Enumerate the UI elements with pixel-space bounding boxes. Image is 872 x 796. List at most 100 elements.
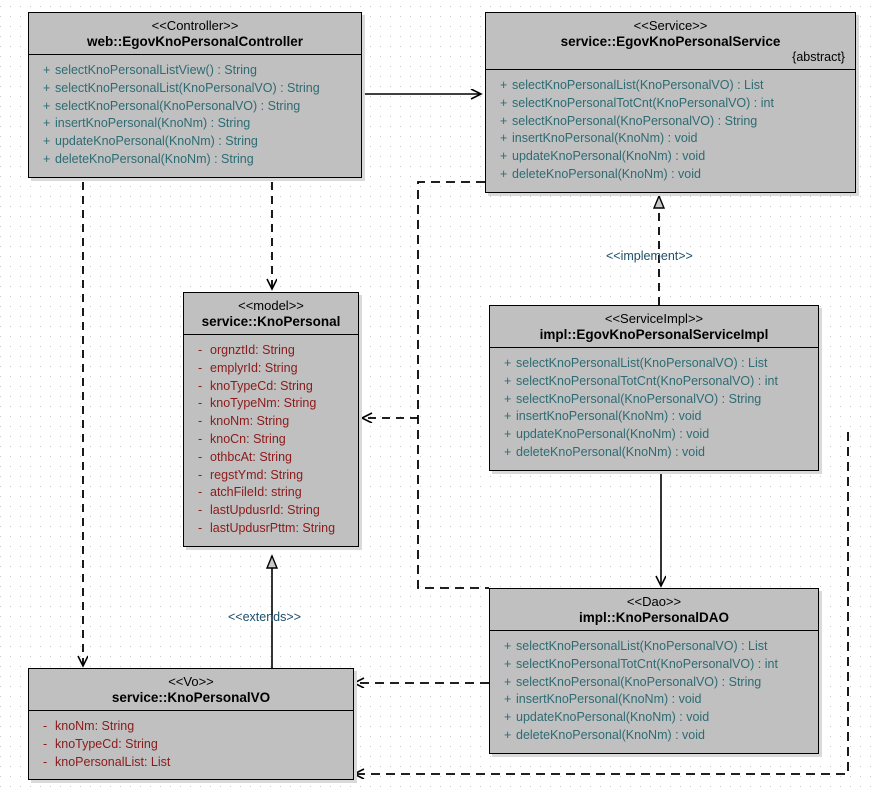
member-text: knoNm: String	[55, 719, 135, 733]
member-row: + selectKnoPersonalList(KnoPersonalVO) :…	[492, 77, 849, 95]
class-header-serviceimpl: <<ServiceImpl>> impl::EgovKnoPersonalSer…	[490, 306, 818, 348]
visibility-marker: -	[198, 503, 203, 518]
member-text: knoTypeNm: String	[210, 396, 317, 411]
member-text: knoNm: String	[210, 414, 290, 429]
class-box-dao[interactable]: <<Dao>> impl::KnoPersonalDAO + selectKno…	[489, 588, 819, 754]
visibility-marker: +	[504, 356, 512, 370]
class-members-model: - orgnztId: String - emplyrId: String - …	[184, 335, 358, 546]
member-row: + selectKnoPersonal(KnoPersonalVO) : Str…	[496, 674, 812, 692]
visibility-marker: +	[500, 166, 508, 181]
member-text: updateKnoPersonal(KnoNm) : String	[55, 134, 258, 149]
stereotype-dao: <<Dao>>	[626, 594, 682, 609]
visibility-marker: -	[198, 520, 203, 535]
member-text: knoTypeCd: String	[55, 736, 158, 751]
visibility-marker: +	[43, 98, 51, 113]
stereotype-model: <<model>>	[238, 298, 304, 313]
stereotype-serviceimpl: <<ServiceImpl>>	[604, 311, 704, 326]
visibility-marker: +	[43, 80, 51, 95]
member-text: selectKnoPersonal(KnoPersonalVO) : Strin…	[516, 674, 762, 689]
member-text: insertKnoPersonal(KnoNm) : void	[516, 692, 702, 707]
member-row: + insertKnoPersonal(KnoNm) : void	[492, 130, 849, 148]
member-text: atchFileId: string	[210, 485, 302, 500]
member-text: updateKnoPersonal(KnoNm) : void	[516, 710, 710, 725]
visibility-marker: +	[500, 113, 508, 128]
member-text: updateKnoPersonal(KnoNm) : void	[512, 149, 706, 164]
class-name-model: service::KnoPersonal	[201, 314, 341, 329]
abstract-modifier: {abstract}	[792, 50, 845, 64]
member-row: + insertKnoPersonal(KnoNm) : void	[496, 408, 812, 426]
member-row: - knoNm: String	[35, 718, 347, 736]
member-row: + selectKnoPersonal(KnoPersonalVO) : Str…	[496, 391, 812, 409]
visibility-marker: -	[43, 754, 48, 769]
member-text: selectKnoPersonalList(KnoPersonalVO) : S…	[55, 80, 320, 95]
class-box-vo[interactable]: <<Vo>> service::KnoPersonalVO - knoNm: S…	[28, 668, 354, 781]
member-text: updateKnoPersonal(KnoNm) : void	[516, 427, 710, 442]
member-text: selectKnoPersonalList(KnoPersonalVO) : L…	[516, 356, 768, 370]
member-row: - knoNm: String	[190, 413, 352, 431]
member-row: + selectKnoPersonal(KnoPersonalVO) : Str…	[492, 113, 849, 131]
class-box-controller[interactable]: <<Controller>> web::EgovKnoPersonalContr…	[28, 12, 362, 178]
member-text: othbcAt: String	[210, 449, 292, 464]
member-row: + deleteKnoPersonal(KnoNm) : void	[496, 727, 812, 745]
member-text: orgnztId: String	[210, 343, 295, 357]
member-row: + selectKnoPersonal(KnoPersonalVO) : Str…	[35, 98, 355, 116]
visibility-marker: +	[43, 151, 51, 166]
member-text: insertKnoPersonal(KnoNm) : void	[516, 409, 702, 424]
member-row: - othbcAt: String	[190, 449, 352, 467]
member-row: - knoCn: String	[190, 431, 352, 449]
class-name-controller: web::EgovKnoPersonalController	[86, 34, 304, 49]
member-text: selectKnoPersonal(KnoPersonalVO) : Strin…	[55, 98, 301, 113]
member-text: selectKnoPersonalListView() : String	[55, 63, 257, 77]
member-row: - atchFileId: string	[190, 484, 352, 502]
member-text: lastUpdusrPttm: String	[210, 520, 336, 535]
edge-label-extends: <<extends>>	[228, 610, 301, 624]
member-row: + selectKnoPersonalTotCnt(KnoPersonalVO)…	[492, 95, 849, 113]
class-header-model: <<model>> service::KnoPersonal	[184, 293, 358, 335]
member-text: selectKnoPersonalTotCnt(KnoPersonalVO) :…	[516, 656, 778, 671]
class-box-serviceimpl[interactable]: <<ServiceImpl>> impl::EgovKnoPersonalSer…	[489, 305, 819, 471]
member-text: deleteKnoPersonal(KnoNm) : void	[512, 166, 701, 181]
visibility-marker: +	[504, 656, 512, 671]
member-text: regstYmd: String	[210, 467, 304, 482]
member-text: knoTypeCd: String	[210, 378, 313, 393]
class-box-model[interactable]: <<model>> service::KnoPersonal - orgnztI…	[183, 292, 359, 547]
member-text: selectKnoPersonalList(KnoPersonalVO) : L…	[512, 78, 764, 92]
class-name-dao: impl::KnoPersonalDAO	[578, 610, 729, 625]
class-members-dao: + selectKnoPersonalList(KnoPersonalVO) :…	[490, 631, 818, 753]
visibility-marker: -	[198, 449, 203, 464]
visibility-marker: +	[504, 727, 512, 742]
class-header-service: <<Service>> service::EgovKnoPersonalServ…	[486, 13, 855, 70]
visibility-marker: +	[43, 116, 51, 131]
edge-serviceimpl-to-vo-lower	[354, 432, 849, 774]
visibility-marker: +	[43, 134, 51, 149]
member-text: deleteKnoPersonal(KnoNm) : void	[516, 727, 705, 742]
member-row: + insertKnoPersonal(KnoNm) : String	[35, 115, 355, 133]
visibility-marker: -	[198, 343, 203, 357]
class-box-service[interactable]: <<Service>> service::EgovKnoPersonalServ…	[485, 12, 856, 193]
visibility-marker: +	[504, 409, 512, 424]
member-text: selectKnoPersonalTotCnt(KnoPersonalVO) :…	[512, 95, 774, 110]
edge-label-implement: <<implement>>	[606, 249, 693, 263]
member-row: - knoTypeCd: String	[190, 378, 352, 396]
visibility-marker: +	[504, 427, 512, 442]
member-text: deleteKnoPersonal(KnoNm) : String	[55, 151, 254, 166]
member-text: knoPersonalList: List	[55, 754, 171, 769]
visibility-marker: +	[504, 391, 512, 406]
visibility-marker: -	[43, 736, 48, 751]
member-row: - lastUpdusrPttm: String	[190, 520, 352, 538]
member-row: + selectKnoPersonalList(KnoPersonalVO) :…	[496, 638, 812, 656]
member-row: + insertKnoPersonal(KnoNm) : void	[496, 691, 812, 709]
visibility-marker: -	[198, 467, 203, 482]
member-row: + deleteKnoPersonal(KnoNm) : String	[35, 151, 355, 169]
visibility-marker: +	[500, 131, 508, 146]
visibility-marker: +	[504, 373, 512, 388]
member-row: - knoTypeNm: String	[190, 395, 352, 413]
visibility-marker: -	[198, 378, 203, 393]
member-text: selectKnoPersonal(KnoPersonalVO) : Strin…	[512, 113, 758, 128]
member-text: lastUpdusrId: String	[210, 503, 320, 518]
visibility-marker: +	[500, 149, 508, 164]
member-text: selectKnoPersonalTotCnt(KnoPersonalVO) :…	[516, 373, 778, 388]
member-row: + updateKnoPersonal(KnoNm) : void	[496, 709, 812, 727]
member-row: - orgnztId: String	[190, 342, 352, 360]
member-row: - regstYmd: String	[190, 467, 352, 485]
